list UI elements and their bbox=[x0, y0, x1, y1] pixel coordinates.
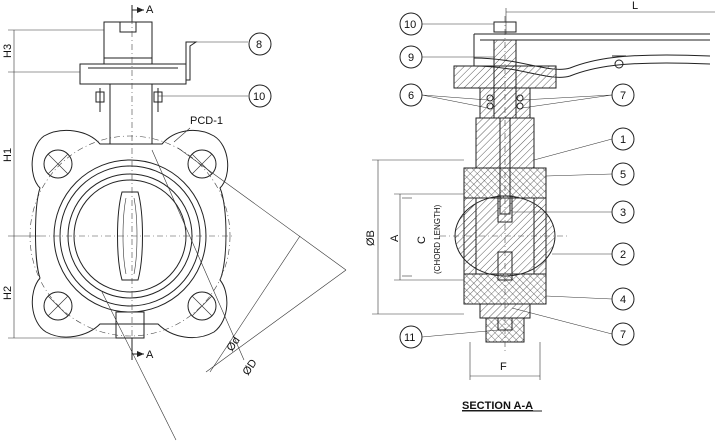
callout-right-4: 4 bbox=[620, 294, 626, 306]
callout-right-11: 11 bbox=[404, 332, 415, 344]
dim-l: L bbox=[632, 0, 638, 12]
dim-c: C bbox=[416, 236, 428, 244]
section-title: SECTION A-A bbox=[462, 400, 533, 412]
pcd-label: PCD-1 bbox=[190, 115, 223, 127]
dim-h2: H2 bbox=[2, 286, 14, 300]
callout-right-5: 5 bbox=[620, 169, 626, 181]
callout-right-6: 6 bbox=[408, 90, 414, 102]
front-view: A A bbox=[2, 4, 347, 441]
dim-chord: (CHORD LENGTH) bbox=[433, 204, 442, 274]
dim-a: A bbox=[389, 234, 401, 242]
dim-b: ØB bbox=[365, 230, 377, 246]
callout-right-7a: 7 bbox=[620, 90, 626, 102]
callout-right-2: 2 bbox=[620, 249, 626, 261]
callout-right-7b: 7 bbox=[620, 329, 626, 341]
section-marker-bottom: A bbox=[146, 349, 154, 361]
dim-h1: H1 bbox=[2, 148, 14, 162]
section-marker-top: A bbox=[146, 4, 154, 16]
dim-h3: H3 bbox=[2, 44, 14, 58]
dim-d-large: ØD bbox=[241, 357, 260, 377]
callout-right-3: 3 bbox=[620, 207, 626, 219]
callout-right-9: 9 bbox=[408, 52, 414, 64]
section-view: L ØB A bbox=[365, 0, 715, 412]
callout-right-1: 1 bbox=[620, 134, 626, 146]
dim-f: F bbox=[500, 361, 507, 373]
callout-right-10: 10 bbox=[404, 19, 416, 31]
callout-left-10: 10 bbox=[253, 91, 265, 103]
callout-left-8: 8 bbox=[256, 39, 262, 51]
